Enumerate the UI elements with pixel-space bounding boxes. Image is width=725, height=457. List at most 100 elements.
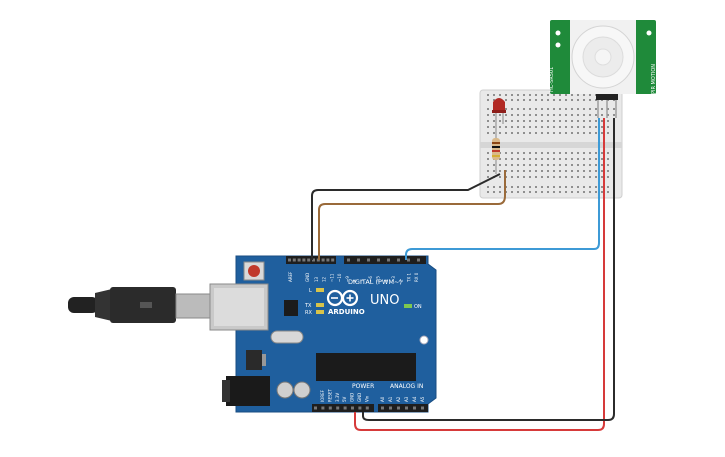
- atmega-chip: [316, 353, 416, 381]
- breadboard-hole: [529, 94, 531, 96]
- arduino-board: L TX RX ON ARDUINO UNO DIGITAL (PWM~) PO…: [209, 255, 437, 413]
- breadboard-hole: [601, 191, 603, 193]
- breadboard-hole: [583, 94, 585, 96]
- breadboard-hole: [523, 152, 525, 154]
- voltage-regulator-tab: [262, 354, 266, 366]
- breadboard-hole: [565, 114, 567, 116]
- breadboard-hole: [541, 186, 543, 188]
- breadboard-hole: [547, 176, 549, 178]
- breadboard-hole: [553, 120, 555, 122]
- breadboard-hole: [583, 120, 585, 122]
- breadboard-hole: [505, 164, 507, 166]
- header-pin-hole: [397, 258, 400, 262]
- breadboard-hole: [577, 176, 579, 178]
- wire-gnd-black: [311, 173, 501, 260]
- breadboard-hole: [559, 108, 561, 110]
- reset-button-cap[interactable]: [248, 265, 260, 277]
- breadboard-hole: [523, 126, 525, 128]
- breadboard-hole: [589, 191, 591, 193]
- breadboard-hole: [613, 108, 615, 110]
- header-pin-hole: [387, 258, 390, 262]
- breadboard-hole: [529, 120, 531, 122]
- breadboard-hole: [541, 176, 543, 178]
- breadboard-holes: [487, 94, 615, 193]
- breadboard-hole: [571, 94, 573, 96]
- breadboard-hole: [493, 99, 495, 101]
- breadboard-hole: [535, 164, 537, 166]
- breadboard-hole: [607, 186, 609, 188]
- breadboard-hole: [565, 126, 567, 128]
- usb-cable-end: [68, 297, 98, 313]
- header-pin-hole: [302, 258, 306, 262]
- breadboard-hole: [547, 186, 549, 188]
- pin-label: ~9: [345, 276, 350, 282]
- breadboard-hole: [607, 158, 609, 160]
- breadboard-hole: [571, 158, 573, 160]
- breadboard-hole: [487, 191, 489, 193]
- breadboard-hole: [577, 132, 579, 134]
- breadboard-hole: [541, 114, 543, 116]
- breadboard-hole: [487, 108, 489, 110]
- pin-label: RX 0: [414, 272, 419, 282]
- breadboard-hole: [571, 126, 573, 128]
- breadboard-hole: [535, 191, 537, 193]
- breadboard-hole: [541, 99, 543, 101]
- pir-label-right: PIR MOTION: [651, 64, 657, 94]
- breadboard-hole: [607, 126, 609, 128]
- breadboard-hole: [535, 158, 537, 160]
- pin-label: IOREF: [320, 389, 325, 402]
- breadboard-hole: [565, 94, 567, 96]
- header-pin-hole: [357, 258, 360, 262]
- breadboard-hole: [523, 132, 525, 134]
- breadboard-hole: [541, 126, 543, 128]
- breadboard-hole: [577, 94, 579, 96]
- breadboard-hole: [577, 152, 579, 154]
- breadboard-hole: [607, 164, 609, 166]
- breadboard-hole: [541, 170, 543, 172]
- breadboard-hole: [553, 152, 555, 154]
- breadboard-hole: [571, 176, 573, 178]
- breadboard-hole: [571, 99, 573, 101]
- breadboard-hole: [493, 114, 495, 116]
- breadboard-hole: [577, 170, 579, 172]
- breadboard-hole: [511, 176, 513, 178]
- breadboard-hole: [553, 158, 555, 160]
- breadboard-hole: [517, 191, 519, 193]
- capacitor: [276, 381, 294, 399]
- breadboard-hole: [613, 114, 615, 116]
- breadboard-hole: [577, 164, 579, 166]
- arduino-logo-text: ARDUINO: [328, 308, 365, 316]
- breadboard-hole: [589, 170, 591, 172]
- header-pin-hole: [336, 406, 340, 410]
- breadboard-hole: [499, 176, 501, 178]
- breadboard-hole: [535, 170, 537, 172]
- wire-signal-blue: [405, 118, 600, 260]
- breadboard-hole: [523, 114, 525, 116]
- breadboard-hole: [601, 152, 603, 154]
- breadboard-hole: [583, 99, 585, 101]
- breadboard-hole: [529, 108, 531, 110]
- breadboard-hole: [529, 152, 531, 154]
- breadboard-hole: [523, 108, 525, 110]
- breadboard-hole: [607, 170, 609, 172]
- breadboard-hole: [559, 176, 561, 178]
- header-pin-hole: [358, 406, 362, 410]
- pir-sensor: HC-SR501 PIR MOTION: [549, 20, 657, 118]
- breadboard-hole: [523, 94, 525, 96]
- breadboard-hole: [583, 114, 585, 116]
- pin-label: 4: [383, 279, 388, 282]
- breadboard-hole: [589, 126, 591, 128]
- breadboard-hole: [505, 108, 507, 110]
- breadboard-hole: [589, 114, 591, 116]
- breadboard-hole: [541, 132, 543, 134]
- pir-mount-hole: [646, 30, 652, 36]
- breadboard-hole: [607, 152, 609, 154]
- breadboard-hole: [607, 191, 609, 193]
- pin-label: ~3: [391, 276, 396, 282]
- breadboard-hole: [595, 186, 597, 188]
- breadboard-hole: [529, 186, 531, 188]
- breadboard-hole: [517, 114, 519, 116]
- breadboard-hole: [577, 158, 579, 160]
- breadboard-hole: [607, 108, 609, 110]
